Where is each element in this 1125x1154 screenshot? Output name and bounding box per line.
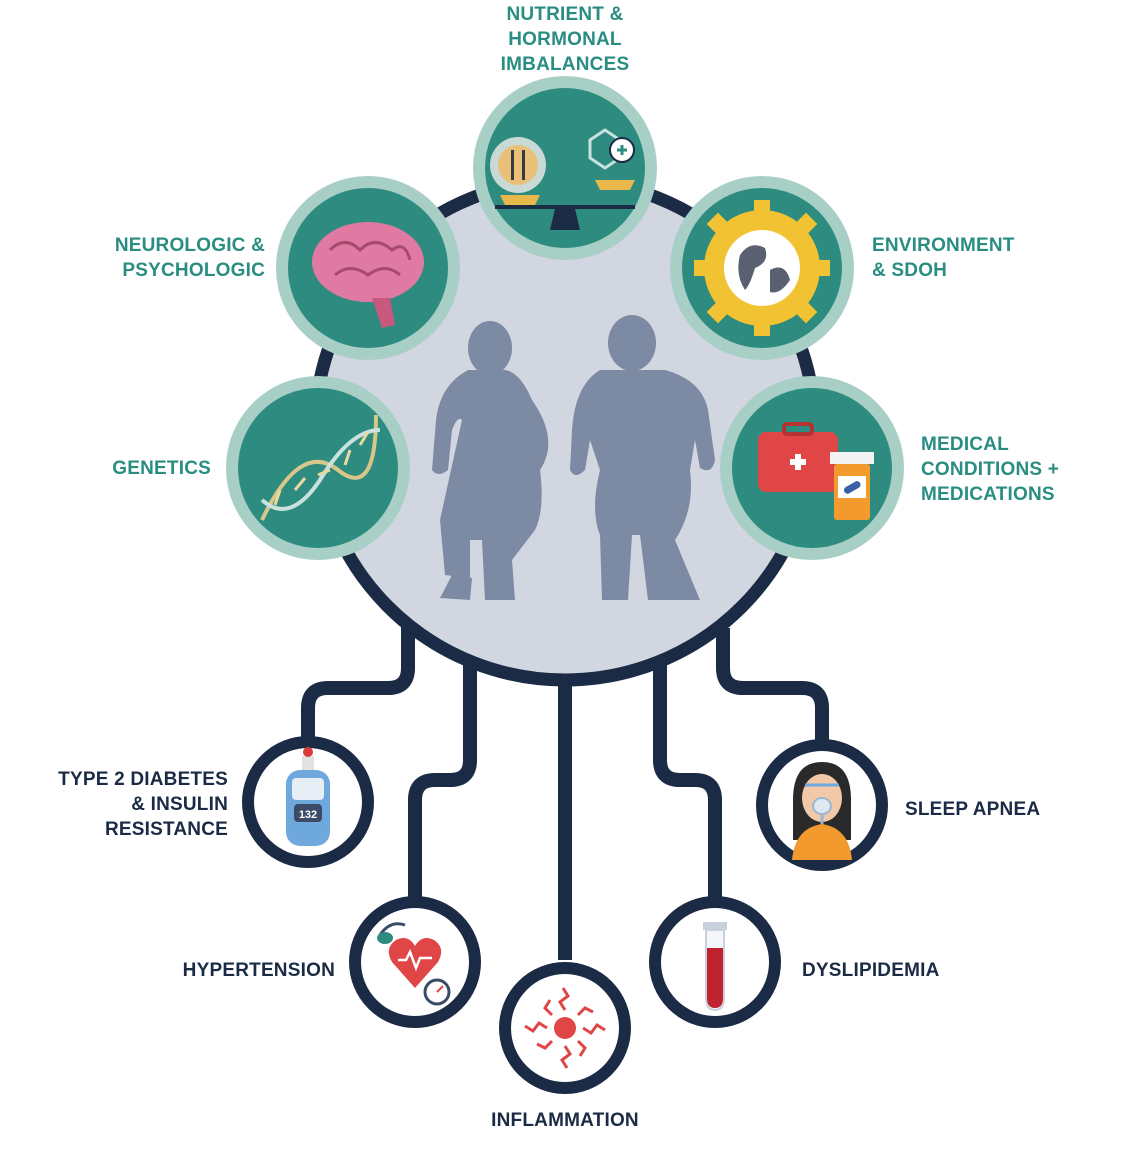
label-diabetes: TYPE 2 DIABETES & INSULIN RESISTANCE	[58, 769, 228, 840]
dna-icon	[260, 414, 381, 521]
consequence-dyslipidemia	[649, 896, 781, 1028]
inflammation-burst-icon	[524, 987, 606, 1069]
consequence-diabetes: 132	[242, 736, 374, 868]
connector-hypertension	[408, 655, 477, 905]
label-inflammation: INFLAMMATION	[491, 1110, 639, 1131]
blood-tube-icon	[703, 922, 727, 1012]
cause-neuro	[276, 176, 460, 360]
consequence-sleep-apnea	[756, 739, 888, 871]
label-dyslipidemia: DYSLIPIDEMIA	[802, 960, 940, 981]
man-silhouette	[570, 315, 715, 600]
label-nutrient: NUTRIENT & HORMONAL IMBALANCES	[500, 4, 630, 75]
connector-sleep-apnea	[716, 628, 829, 750]
cause-nutrient	[473, 76, 657, 260]
cause-medical	[720, 376, 904, 560]
globe-gear-icon	[694, 200, 830, 336]
medkit-pill-bottle-icon	[758, 422, 874, 520]
cpap-mask-woman-icon	[792, 762, 852, 860]
meter-reading: 132	[299, 809, 317, 821]
consequence-hypertension	[349, 896, 481, 1028]
label-environment: ENVIRONMENT & SDOH	[872, 235, 1015, 281]
label-neuro: NEUROLOGIC & PSYCHOLOGIC	[114, 235, 265, 281]
consequence-inflammation	[499, 962, 631, 1094]
silhouettes	[432, 315, 715, 600]
connector-lines	[301, 618, 829, 960]
glucose-meter-icon: 132	[286, 747, 330, 846]
label-medical: MEDICAL CONDITIONS + MEDICATIONS	[921, 434, 1060, 505]
label-genetics: GENETICS	[112, 458, 211, 479]
blood-pressure-heart-icon	[377, 922, 451, 1006]
cause-environment	[670, 176, 854, 360]
label-hypertension: HYPERTENSION	[182, 960, 335, 981]
label-sleep-apnea: SLEEP APNEA	[905, 799, 1041, 820]
connector-dyslipidemia	[653, 658, 722, 900]
connector-diabetes	[301, 618, 415, 750]
cause-genetics	[226, 376, 410, 560]
brain-icon	[312, 222, 424, 328]
woman-silhouette	[432, 321, 549, 600]
plate-scale-molecule-icon	[490, 128, 635, 230]
